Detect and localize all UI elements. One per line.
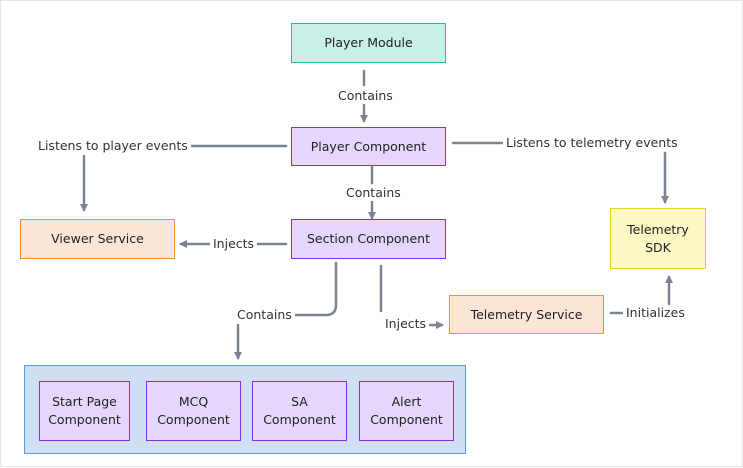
telemetry-sdk-label-line1: Telemetry: [627, 221, 689, 237]
edge-label-player-listens-telemetry-events: Listens to telemetry events: [503, 135, 681, 151]
edge-player-listens-telemetry-events: [451, 141, 665, 202]
alert-component-node: Alert Component: [359, 381, 454, 441]
edge-service-initializes-sdk: [609, 277, 669, 315]
edge-label-section-injects-viewer: Injects: [210, 236, 258, 252]
viewer-service-node: Viewer Service: [20, 219, 175, 259]
section-component-node: Section Component: [291, 219, 446, 259]
edge-section-contains-group: [238, 261, 338, 358]
start-page-component-label-line1: Start Page: [52, 394, 117, 409]
player-module-node: Player Module: [291, 23, 446, 63]
edge-section-injects-telemetry-service: [379, 264, 442, 325]
telemetry-service-node: Telemetry Service: [449, 295, 604, 334]
mcq-component-label-line2: Component: [157, 412, 230, 427]
alert-component-label-line1: Alert: [391, 394, 422, 409]
player-module-label: Player Module: [324, 35, 413, 50]
edge-label-section-contains-group: Contains: [234, 307, 295, 323]
mcq-component-label-line1: MCQ: [178, 394, 209, 409]
sa-component-node: SA Component: [252, 381, 347, 441]
start-page-component-node: Start Page Component: [39, 381, 130, 441]
start-page-component-label-line2: Component: [48, 412, 121, 427]
player-component-label: Player Component: [310, 138, 427, 154]
edge-label-section-injects-telemetry-service: Injects: [382, 316, 430, 332]
sa-component-label: SA Component: [263, 394, 336, 427]
edge-label-service-initializes-sdk: Initializes: [623, 305, 688, 321]
alert-component-label-line2: Component: [370, 412, 443, 427]
edge-label-player-listens-player-events: Listens to player events: [35, 138, 191, 154]
telemetry-sdk-label-line2: SDK: [645, 239, 671, 255]
section-component-label: Section Component: [307, 231, 430, 246]
edge-label-module-contains-player: Contains: [335, 88, 396, 104]
player-component-node: Player Component: [291, 127, 446, 166]
edge-label-player-contains-section: Contains: [343, 185, 404, 201]
edge-player-listens-player-events: [84, 144, 288, 210]
telemetry-sdk-node: Telemetry SDK: [610, 208, 706, 269]
viewer-service-label: Viewer Service: [51, 231, 144, 246]
telemetry-service-label: Telemetry Service: [470, 306, 583, 322]
mcq-component-node: MCQ Component: [146, 381, 241, 441]
